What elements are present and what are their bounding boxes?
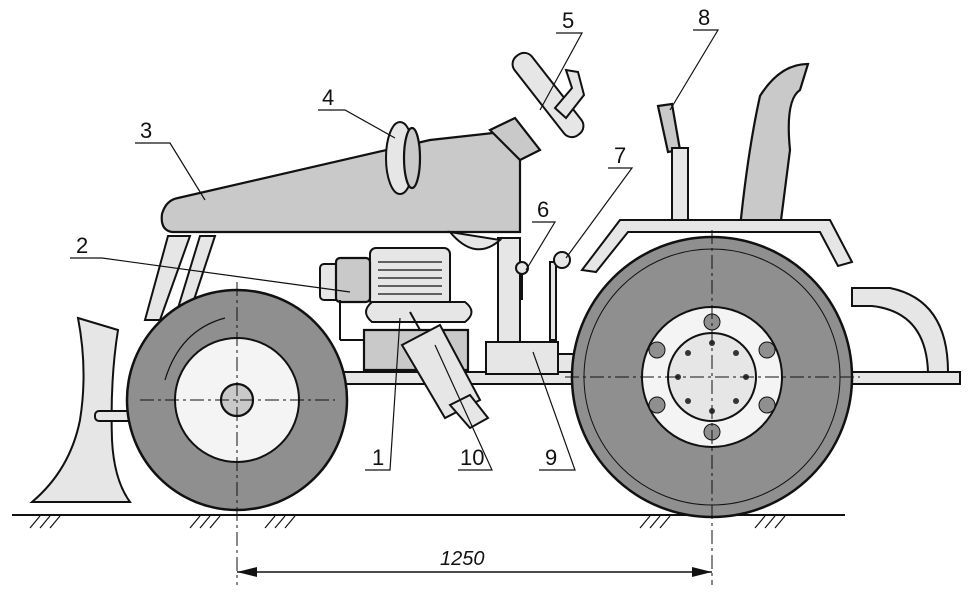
label-9: 9	[545, 445, 557, 470]
seat	[656, 62, 810, 230]
label-10: 10	[460, 445, 484, 470]
rear-wheel	[570, 235, 854, 519]
lever-6	[515, 261, 529, 300]
label-3: 3	[140, 118, 152, 143]
label-6: 6	[537, 197, 549, 222]
callout-leaders	[70, 29, 720, 471]
label-5: 5	[562, 8, 574, 33]
hood	[160, 116, 542, 234]
label-7: 7	[614, 143, 626, 168]
muffler	[400, 311, 490, 430]
lever-7	[549, 251, 571, 341]
gearbox	[485, 341, 559, 375]
headlight	[385, 121, 422, 195]
callout-numbers: 1 2 3 4 5 6 7 8 9 10	[76, 5, 710, 470]
label-1: 1	[372, 445, 384, 470]
wheelbase-label: 1250	[440, 548, 485, 570]
dozer-blade	[29, 316, 141, 503]
wheelbase-dimension: 1250	[237, 548, 712, 577]
label-8: 8	[698, 5, 710, 30]
rear-fender	[580, 219, 950, 373]
rear-hub-bolts	[675, 340, 749, 414]
label-2: 2	[76, 233, 88, 258]
center-lines	[140, 230, 860, 585]
label-4: 4	[322, 85, 334, 110]
